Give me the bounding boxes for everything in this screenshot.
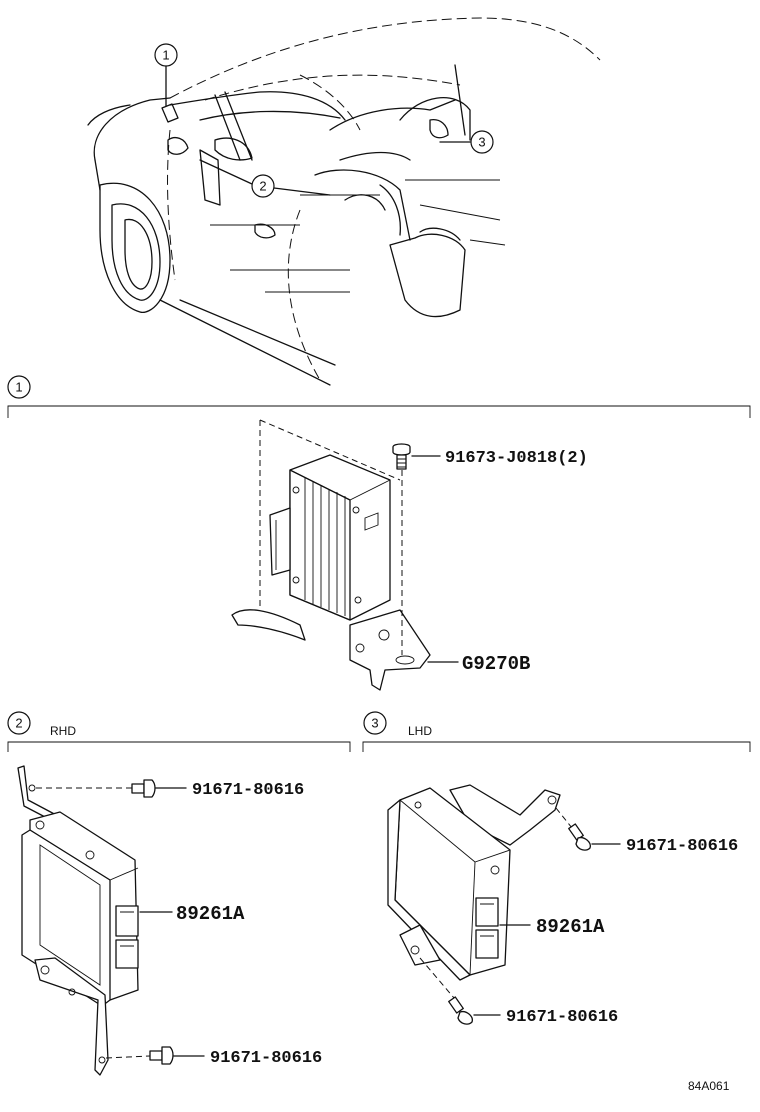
section-2-label: RHD [50,724,76,738]
section-3-marker [363,711,387,735]
part-label-91673-j0818: 91673-J0818(2) [445,449,588,468]
overview-callout-1: 1 [154,43,178,107]
part-label-lhd-ecu: 89261A [536,916,605,938]
bolt-91673-illustration [392,443,411,470]
svg-text:3: 3 [478,135,485,150]
overview-callout-3: 3 [439,130,494,154]
part-label-lhd-bolt-lower: 91671-80616 [506,1008,618,1027]
part-label-g9270b: G9270B [462,653,530,675]
part-label-rhd-bolt-lower: 91671-80616 [210,1049,322,1068]
vehicle-overview-illustration [87,17,601,386]
bolt-rhd-upper-illustration [131,779,156,798]
svg-text:1: 1 [15,380,22,395]
part-label-lhd-bolt-upper: 91671-80616 [626,837,738,856]
overview-callout-2: 2 [199,159,331,198]
section-1-marker [7,375,31,399]
svg-text:2: 2 [259,179,266,194]
part-label-rhd-bolt-upper: 91671-80616 [192,781,304,800]
section-1-bracket [7,405,751,418]
bolt-lhd-upper-illustration [568,823,591,851]
section-2-rhd: 2 RHD [7,711,351,1076]
section-2-bracket [7,741,351,752]
section-3-label: LHD [408,724,432,738]
section-2-marker [7,711,31,735]
ecu-rhd-illustration [17,765,139,1076]
svg-text:3: 3 [371,716,378,731]
section-3-lhd: 3 LHD 91671-80616 [362,711,751,1027]
section-3-bracket [362,741,751,752]
module-unit-illustration [231,419,431,691]
svg-text:2: 2 [15,716,22,731]
ecu-lhd-illustration [387,784,561,981]
part-label-rhd-ecu: 89261A [176,903,245,925]
section-1: 1 [7,375,751,691]
svg-text:1: 1 [162,48,169,63]
bolt-lhd-lower-illustration [448,996,473,1025]
bolt-rhd-lower-illustration [149,1046,174,1065]
illustration-code: 84A061 [688,1079,730,1093]
